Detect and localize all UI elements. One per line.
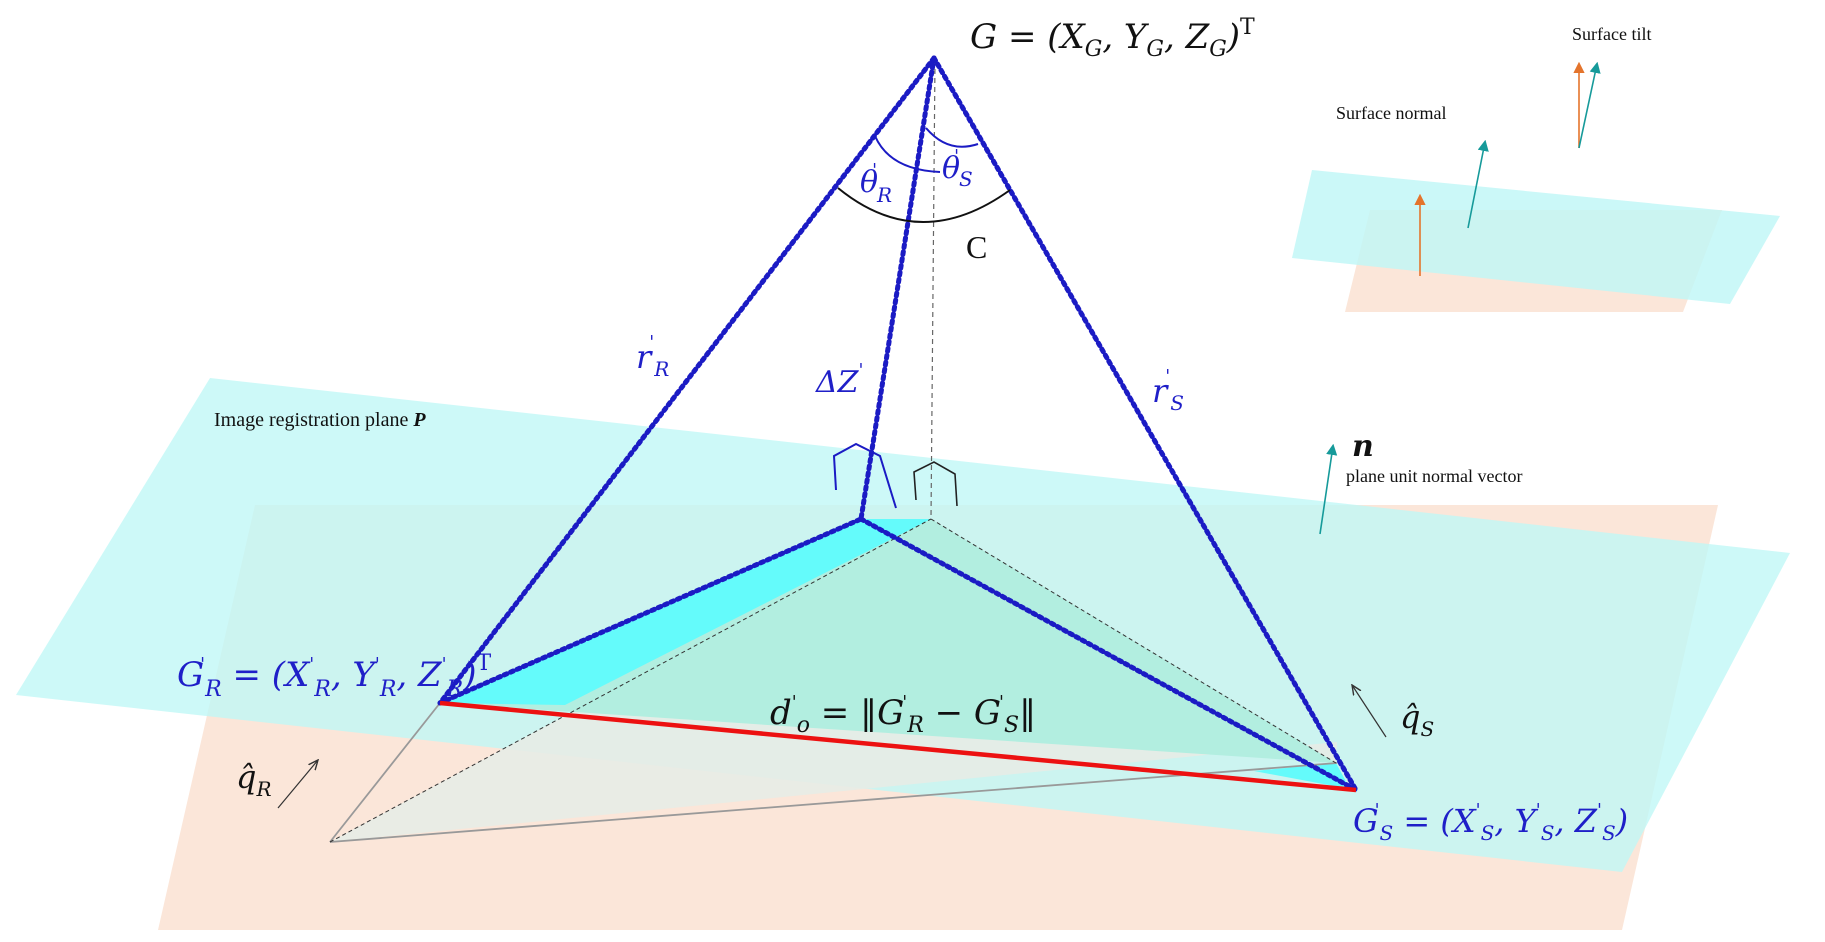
theta-S-label: θ'S	[942, 146, 973, 191]
arc-theta-S	[925, 127, 979, 148]
q-S-arrow	[1352, 685, 1387, 738]
plane-edge-right	[858, 516, 1359, 793]
arc-C	[837, 187, 1011, 223]
r-R-label: r'R	[636, 332, 669, 381]
q-S-label: q̂S	[1400, 698, 1434, 741]
point-G-R-label: G'R = (X'R, Y'R, Z'R)T	[177, 651, 491, 702]
ground-edge-dashed	[329, 518, 932, 843]
normal-vector-symbol: n	[1352, 429, 1374, 464]
ray-delta-Z	[858, 55, 937, 522]
right-angle-marker-blue	[832, 442, 897, 509]
triangle-cyan-right	[1254, 763, 1350, 789]
ground-edge-right-dashed	[930, 518, 1337, 764]
normal-vector-description: plane unit normal vector	[1346, 466, 1522, 486]
vertical-projection-line	[930, 59, 936, 520]
delta-Z-label: ΔZ'	[815, 360, 863, 400]
inset-tilted-plane	[1292, 170, 1780, 304]
plane-normal-arrow	[1319, 443, 1338, 535]
surface-tilt-teal-arrow	[1578, 61, 1601, 149]
triangle-cyan-left	[440, 519, 931, 705]
plane-title: Image registration plane P	[214, 409, 426, 431]
q-R-label: q̂R	[236, 758, 272, 801]
distance-line-d-o	[439, 700, 1357, 793]
right-angle-marker-black	[913, 461, 958, 507]
distance-d-o-label: d'o = ‖G'R − G'S‖	[770, 692, 1036, 738]
surface-tilt-label: Surface tilt	[1572, 24, 1651, 44]
ray-r-S	[931, 55, 1359, 793]
ground-edge-bottom	[329, 762, 1338, 843]
point-G-label: G = (XG, YG, ZG)T	[970, 15, 1255, 62]
r-S-label: r'S	[1152, 366, 1184, 415]
point-G-S-label: G'S = (X'S, Y'S, Z'S)	[1353, 800, 1628, 845]
plane-edge-left	[437, 516, 864, 706]
angle-C-label: C	[966, 229, 987, 265]
inset-surface-normal-teal	[1467, 139, 1489, 229]
arc-theta-R	[874, 135, 941, 173]
theta-R-label: θ'R	[860, 160, 892, 207]
ray-r-R	[437, 55, 937, 706]
ground-edge-left	[329, 702, 441, 843]
triangle-mint-face	[440, 519, 1336, 763]
q-R-arrow	[277, 760, 318, 809]
surface-normal-label: Surface normal	[1336, 103, 1446, 123]
